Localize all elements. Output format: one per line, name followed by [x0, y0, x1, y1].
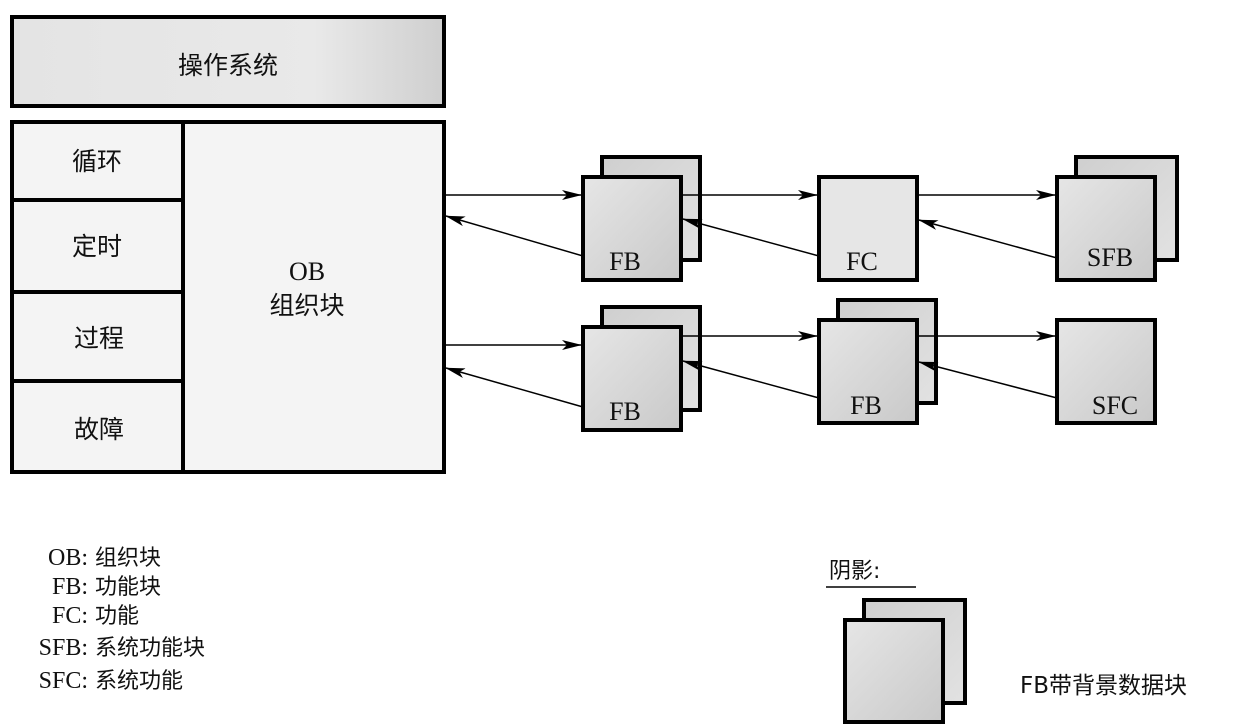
- operating-system-block: 操作系统: [10, 15, 446, 108]
- event-cycle: 循环: [72, 147, 122, 176]
- row1-fc-block: FC: [817, 175, 919, 282]
- block-label: FC: [846, 247, 878, 276]
- row2-fb-block-2: FB: [817, 298, 938, 425]
- ob-description: 组织块: [269, 291, 344, 320]
- legend-abbr: SFC:: [39, 668, 88, 694]
- block-label: SFB: [1087, 243, 1133, 272]
- return-arrow: [918, 361, 1058, 399]
- return-arrow: [445, 367, 584, 408]
- shadow-legend-caption: FB带背景数据块: [1020, 673, 1187, 699]
- return-arrow: [682, 218, 820, 257]
- return-arrow: [445, 215, 584, 257]
- block-label: FB: [609, 397, 641, 426]
- block-label: FB: [850, 391, 882, 420]
- event-process: 过程: [74, 324, 124, 353]
- event-fault: 故障: [74, 415, 124, 444]
- legend-desc: 系统功能块: [95, 636, 205, 661]
- row1-sfb-block: SFB: [1055, 155, 1179, 282]
- row2-sfc-block: SFC: [1055, 318, 1157, 425]
- shadow-legend-title: 阴影:: [829, 559, 880, 584]
- legend-abbr: FB:: [52, 574, 88, 600]
- fb-block-sample: [843, 618, 945, 724]
- shadow-legend: 阴影: FB带背景数据块: [826, 559, 1187, 724]
- return-arrow: [918, 219, 1058, 259]
- event-timer: 定时: [72, 232, 122, 261]
- legend-desc: 功能块: [95, 575, 161, 600]
- abbreviation-legend: OB: 组织块 FB: 功能块 FC: 功能 SFB: 系统功能块 SFC: 系…: [39, 545, 205, 694]
- legend-desc: 组织块: [95, 546, 161, 571]
- legend-abbr: FC:: [52, 603, 88, 629]
- row1-fb-block: FB: [581, 155, 702, 282]
- legend-desc: 系统功能: [95, 669, 183, 694]
- block-label: FB: [609, 247, 641, 276]
- legend-abbr: SFB:: [39, 635, 88, 661]
- legend-desc: 功能: [95, 604, 139, 629]
- block-label: SFC: [1092, 391, 1138, 420]
- ob-label: OB: [289, 257, 325, 286]
- ob-container: 循环 定时 过程 故障 OB 组织块: [10, 120, 446, 474]
- operating-system-label: 操作系统: [178, 51, 278, 80]
- return-arrow: [682, 360, 820, 399]
- legend-abbr: OB:: [48, 545, 88, 571]
- row2-fb-block-1: FB: [581, 305, 702, 432]
